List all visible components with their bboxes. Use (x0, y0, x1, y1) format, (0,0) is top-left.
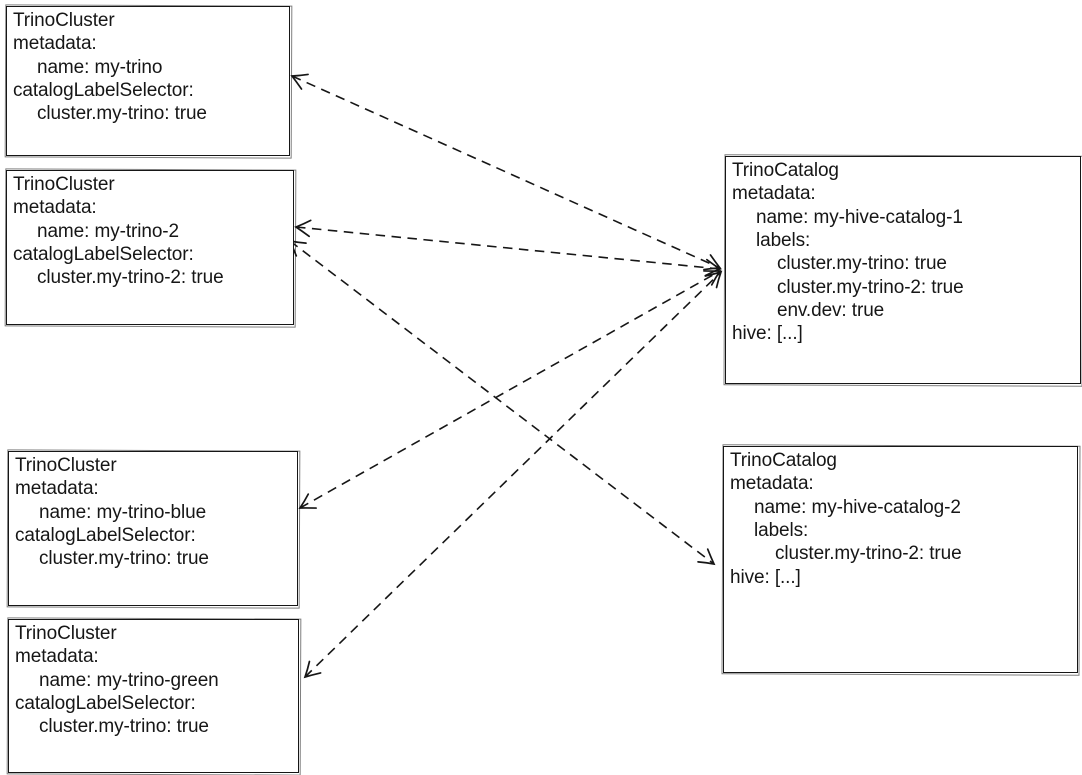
yaml-line: name: my-trino (37, 56, 163, 78)
yaml-line: cluster.my-trino-2: true (775, 543, 962, 565)
yaml-line: labels: (754, 520, 809, 542)
selector-arrow-my-hive-catalog-1--my-trino-2 (294, 219, 722, 277)
yaml-line: cluster.my-trino: true (37, 103, 207, 125)
selector-arrow-my-hive-catalog-1--my-trino-green (303, 270, 723, 679)
yaml-line: catalogLabelSelector: (15, 693, 196, 715)
yaml-line: name: my-trino-green (39, 669, 219, 691)
yaml-line: TrinoCatalog (730, 450, 837, 471)
yaml-line: metadata: (15, 478, 99, 500)
yaml-line: metadata: (732, 183, 816, 205)
yaml-line: TrinoCluster (13, 10, 115, 31)
yaml-line: hive: [...] (732, 323, 803, 345)
yaml-line: TrinoCluster (13, 174, 115, 195)
yaml-line: cluster.my-trino: true (39, 548, 209, 570)
yaml-line: metadata: (730, 473, 814, 495)
yaml-line: TrinoCluster (15, 455, 117, 476)
yaml-line: name: my-trino-blue (39, 501, 207, 523)
yaml-line: cluster.my-trino-2: true (37, 267, 224, 289)
yaml-line: cluster.my-trino-2: true (777, 276, 964, 298)
yaml-line: catalogLabelSelector: (13, 80, 194, 102)
yaml-line: TrinoCatalog (732, 160, 839, 181)
yaml-line: cluster.my-trino: true (777, 253, 947, 275)
yaml-line: catalogLabelSelector: (15, 525, 196, 547)
yaml-line: metadata: (13, 33, 97, 55)
selector-arrow-my-hive-catalog-1--my-trino-blue (298, 270, 722, 509)
yaml-line: name: my-hive-catalog-2 (754, 496, 961, 518)
yaml-line: catalogLabelSelector: (13, 244, 194, 266)
yaml-line: name: my-hive-catalog-1 (756, 206, 963, 228)
selector-arrow-my-hive-catalog-2--my-trino-2 (288, 239, 716, 566)
yaml-line: cluster.my-trino: true (39, 716, 209, 738)
selector-arrow-my-hive-catalog-1--my-trino (290, 73, 722, 271)
yaml-line: TrinoCluster (15, 623, 117, 644)
yaml-line: metadata: (13, 197, 97, 219)
yaml-line: metadata: (15, 646, 99, 668)
yaml-line: env.dev: true (777, 300, 885, 322)
yaml-line: hive: [...] (730, 566, 801, 588)
yaml-line: name: my-trino-2 (37, 220, 179, 242)
yaml-line: labels: (756, 230, 811, 252)
